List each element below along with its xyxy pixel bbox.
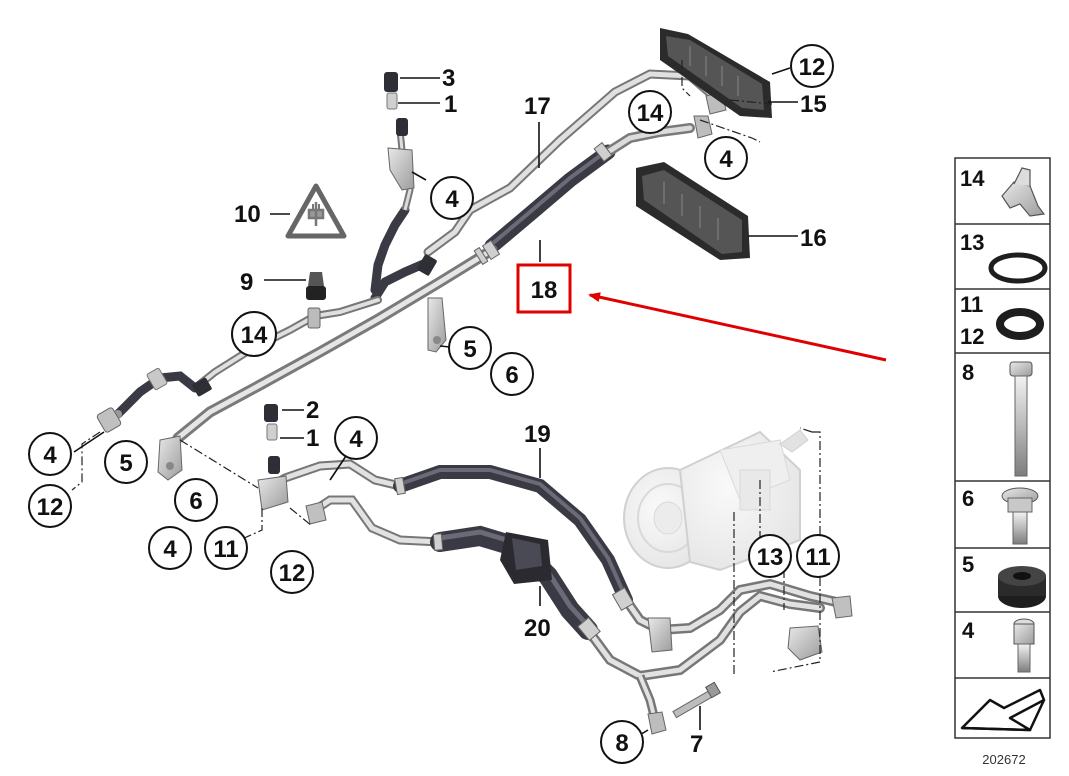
svg-text:11: 11 — [213, 536, 238, 563]
callout-17: 17 — [524, 93, 551, 120]
svg-text:6: 6 — [189, 488, 202, 515]
svg-text:14: 14 — [241, 322, 268, 349]
svg-text:12: 12 — [279, 560, 306, 587]
upper-pipe-assembly — [96, 69, 727, 481]
callout-19: 19 — [524, 421, 551, 448]
legend-label-14: 14 — [960, 166, 985, 191]
warning-triangle-icon — [285, 183, 347, 239]
svg-text:12: 12 — [799, 54, 826, 81]
callout-1-lower: 1 — [306, 425, 319, 452]
callout-11-lower: 11 — [204, 526, 248, 570]
callout-20: 20 — [524, 615, 551, 642]
callout-4-left: 4 — [28, 432, 72, 476]
parts-legend: 14 13 11 12 8 6 5 — [954, 157, 1051, 739]
legend-label-11: 11 — [960, 292, 983, 317]
svg-text:6: 6 — [505, 362, 518, 389]
flange-bolt-icon — [1001, 487, 1039, 545]
svg-text:5: 5 — [463, 336, 476, 363]
callout-14-left: 14 — [231, 311, 277, 357]
svg-text:11: 11 — [805, 544, 830, 571]
callout-4-upper-right: 4 — [704, 136, 748, 180]
svg-text:4: 4 — [43, 442, 57, 469]
callout-3: 3 — [442, 65, 455, 92]
callout-8: 8 — [600, 720, 644, 764]
rubber-grommet-icon — [998, 566, 1046, 608]
long-bolt-icon — [1009, 361, 1033, 477]
callout-13: 13 — [748, 534, 792, 578]
callout-15: 15 — [800, 91, 827, 118]
legend-label-12: 12 — [960, 324, 984, 349]
o-ring-icon — [988, 252, 1048, 284]
callouts: 3 1 17 12 15 14 4 4 10 16 18 9 14 5 6 2 … — [28, 44, 840, 764]
callout-18: 18 — [531, 277, 558, 304]
callout-16: 16 — [800, 225, 827, 252]
seal-ring-icon — [996, 308, 1044, 340]
ac-compressor-ghost — [623, 429, 809, 572]
svg-text:4: 4 — [349, 426, 363, 453]
callout-4-middle: 4 — [334, 416, 378, 460]
callout-7: 7 — [690, 731, 703, 758]
highlight-annotation — [516, 263, 887, 362]
cooler-bracket-lower — [636, 162, 750, 260]
callout-5-upper: 5 — [448, 326, 492, 370]
hex-socket-bolt-icon — [1013, 618, 1035, 673]
leader-lines — [73, 67, 798, 737]
clip-icon — [1001, 167, 1046, 217]
highlight-box — [516, 263, 572, 314]
highlight-arrow — [588, 292, 887, 362]
callout-1-top: 1 — [444, 91, 457, 118]
callout-6-left: 6 — [174, 478, 218, 522]
svg-text:14: 14 — [637, 100, 664, 127]
svg-text:4: 4 — [719, 146, 733, 173]
legend-label-5: 5 — [962, 552, 974, 577]
callout-5-left: 5 — [104, 440, 148, 484]
bolt-7-drawing — [672, 681, 722, 719]
callout-2: 2 — [306, 397, 319, 424]
svg-text:13: 13 — [757, 544, 784, 571]
svg-text:8: 8 — [615, 730, 628, 757]
legend-label-6: 6 — [962, 486, 974, 511]
callout-14-upper: 14 — [628, 90, 672, 134]
callout-4-lower: 4 — [148, 526, 192, 570]
svg-text:5: 5 — [119, 450, 132, 477]
lower-pipe-assembly — [257, 404, 853, 735]
callout-9: 9 — [240, 269, 253, 296]
callout-11-right: 11 — [796, 534, 840, 578]
legend-label-4: 4 — [962, 618, 975, 643]
direction-sign-icon — [960, 688, 1046, 732]
callout-10: 10 — [234, 201, 261, 228]
callout-12-upper: 12 — [790, 44, 834, 88]
callout-4-upper-left: 4 — [430, 176, 474, 220]
cooler-bracket-upper — [660, 28, 772, 118]
callout-6-upper: 6 — [490, 352, 534, 396]
legend-label-13: 13 — [960, 230, 984, 255]
callout-12-left: 12 — [28, 484, 72, 528]
callout-12-lower: 12 — [270, 550, 314, 594]
svg-text:4: 4 — [445, 186, 459, 213]
svg-text:4: 4 — [163, 536, 177, 563]
svg-text:12: 12 — [37, 494, 64, 521]
reference-number: 202672 — [982, 752, 1025, 767]
legend-label-8: 8 — [962, 360, 974, 385]
